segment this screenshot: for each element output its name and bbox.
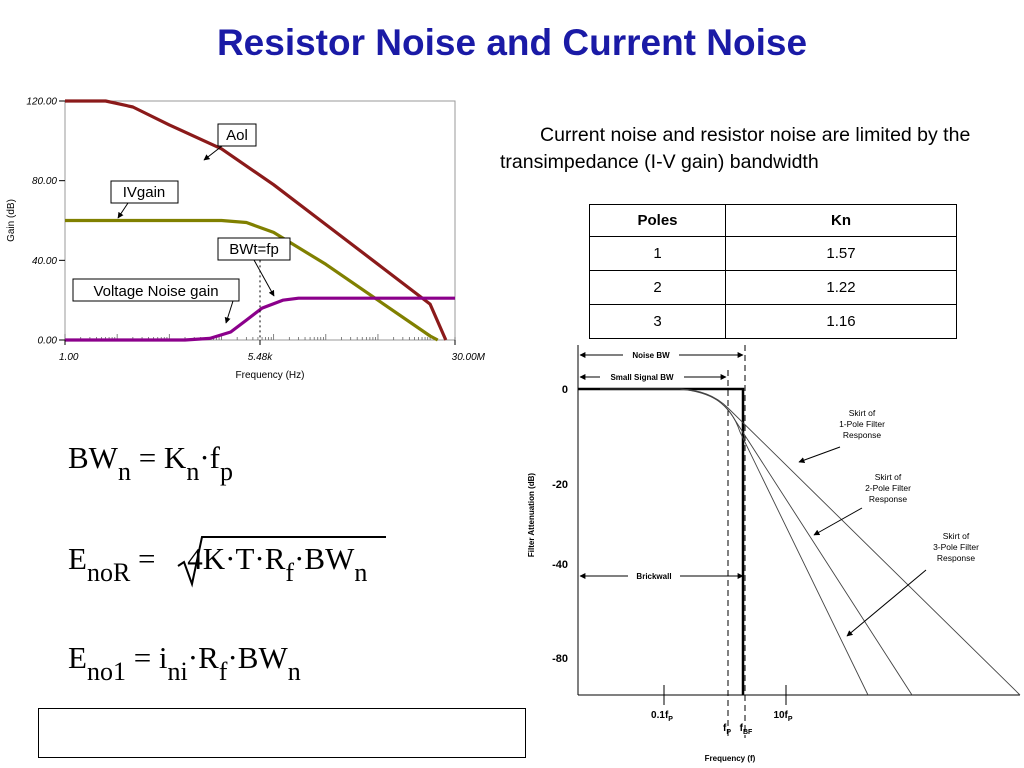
y-axis-label: Filter Attenuation (dB) (527, 473, 536, 557)
annotation-label: IVgain (123, 184, 166, 201)
table-cell: 1.22 (725, 270, 957, 305)
annotation-arrow (203, 145, 223, 161)
x-axis-label: Frequency (f) (705, 754, 756, 763)
series-line-1 (65, 218, 439, 342)
x-tick-label: 5.48k (248, 352, 273, 363)
y-tick-label: 80.00 (32, 176, 57, 187)
skirt-3-arrow (846, 569, 927, 637)
annotation-label: Aol (226, 127, 248, 144)
annotation-arrow (117, 202, 129, 219)
formula-e-no1: Eno1 = ini·Rf·BWn (68, 640, 301, 686)
chart-series (65, 99, 455, 342)
y-tick-label: 0 (562, 384, 568, 396)
y-tick-label: 40.00 (32, 256, 57, 267)
skirt-1-arrow (798, 446, 841, 463)
y-tick-label: -80 (552, 653, 568, 665)
skirt-2-label: Response (869, 494, 908, 504)
label-bg (623, 349, 679, 360)
table-header-poles: Poles (589, 204, 726, 237)
annotation-box (72, 278, 240, 302)
table-cell: 1 (589, 236, 726, 271)
empty-answer-box (38, 708, 526, 758)
series-line-2 (65, 296, 455, 342)
x-tick-label: 1.00 (59, 352, 79, 363)
table-row: 3 1.16 (589, 304, 957, 339)
x-tick-label: 0.1fP (651, 710, 673, 723)
skirt-3-label: Skirt of (943, 531, 970, 541)
y-axis-label: Gain (dB) (6, 199, 17, 242)
annotation-label: Voltage Noise gain (93, 283, 218, 300)
description-text: Current noise and resistor noise are lim… (500, 124, 971, 173)
brickwall-label: Brickwall (636, 572, 671, 581)
x-tick-label: 30.00M (452, 352, 486, 363)
table-cell: 1.57 (725, 236, 957, 271)
series-line-0 (65, 99, 448, 341)
table-cell: 3 (589, 304, 726, 339)
x-tick-label: 10fP (773, 710, 792, 723)
label-bg (628, 570, 680, 581)
skirt-1-label: Skirt of (849, 408, 876, 418)
x-axis-label: Frequency (Hz) (236, 370, 305, 381)
series-3-pole (679, 388, 869, 696)
y-tick-label: 120.00 (26, 97, 57, 108)
annotation-box (217, 123, 257, 147)
skirt-2-arrow (813, 507, 863, 536)
annotation-box (110, 180, 179, 204)
label-bg (600, 371, 684, 382)
x-tick-label: fBF (740, 723, 753, 736)
skirt-2-label: Skirt of (875, 472, 902, 482)
x-tick-label: fP (723, 723, 731, 736)
y-tick-label: 0.00 (38, 336, 58, 347)
annotation-arrow (224, 300, 234, 324)
skirt-1-label: 1-Pole Filter (839, 419, 885, 429)
table-cell: 2 (589, 270, 726, 305)
y-tick-label: -40 (552, 559, 568, 571)
skirt-2-label: 2-Pole Filter (865, 483, 911, 493)
page-title: Resistor Noise and Current Noise (216, 22, 808, 63)
y-tick-label: -20 (552, 479, 568, 491)
skirt-1-label: Response (843, 430, 882, 440)
formula-bw-n: BWn = Kn·fp (68, 440, 233, 486)
table-cell: 1.16 (725, 304, 957, 339)
table-row: 2 1.22 (589, 270, 957, 305)
annotation-label: BWt=fp (229, 241, 279, 258)
noise-bw-label: Noise BW (632, 351, 670, 360)
skirt-3-label: 3-Pole Filter (933, 542, 979, 552)
table-header-row: Poles Kn (589, 204, 957, 237)
series-brickwall (578, 387, 745, 695)
small-signal-bw-label: Small Signal BW (610, 373, 674, 382)
poles-kn-table: Poles Kn 1 1.57 2 1.22 3 1.16 (589, 204, 957, 339)
annotation-arrow (253, 259, 275, 297)
table-row: 1 1.57 (589, 236, 957, 271)
formula-e-nor: EnoR = 4K·T·Rf·BWn (68, 541, 368, 587)
skirt-3-label: Response (937, 553, 976, 563)
table-header-kn: Kn (725, 204, 957, 237)
